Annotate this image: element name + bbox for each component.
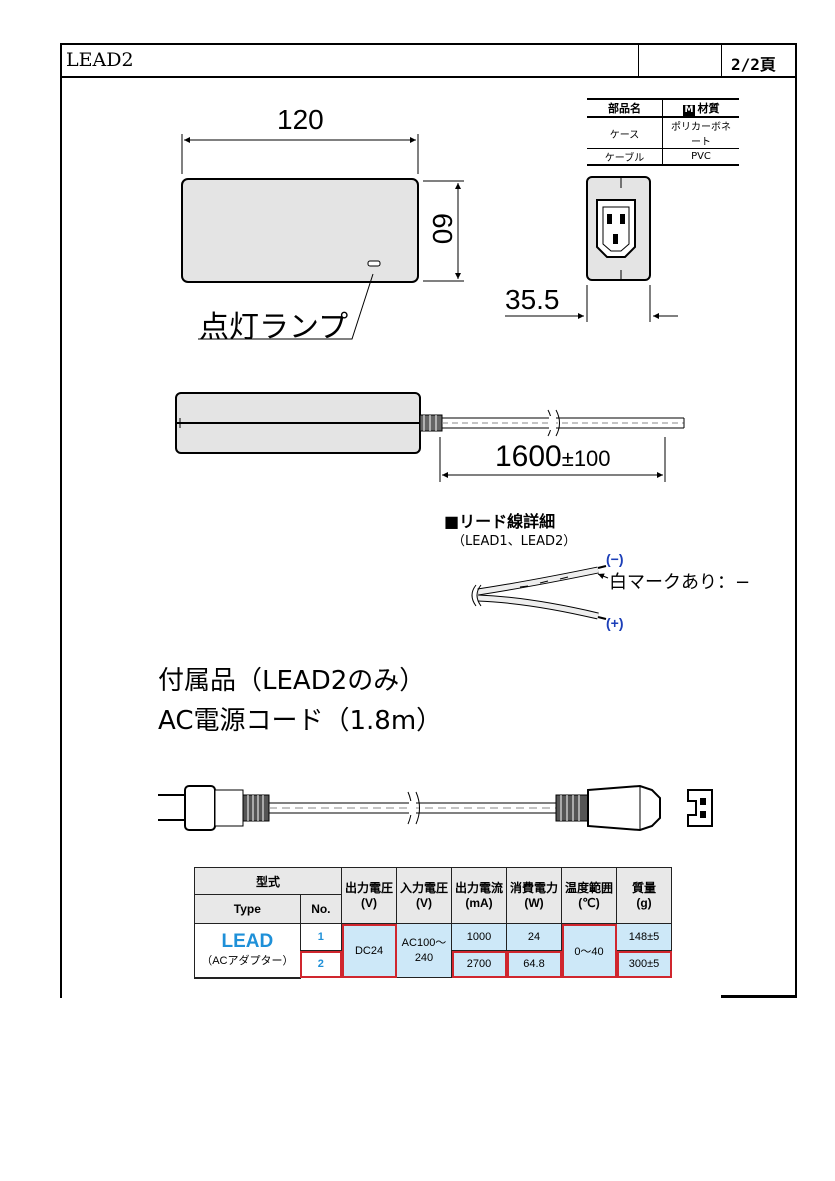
header-cell-divider [638,43,639,77]
lead-detail-subtitle: （LEAD1、LEAD2） [452,534,577,549]
col-power: 消費電力(W) [506,867,562,924]
accessory-title: 付属品（LEAD2のみ） [158,666,426,696]
lamp-label: 点灯ランプ [199,310,349,345]
mass-cell: 300±5 [616,950,672,978]
spec-row: 2 2700 64.8 300±5 [195,950,672,978]
frame-right [795,43,797,998]
plus-label: (+) [606,615,624,631]
spec-subheader-row: Type No. [194,894,672,924]
spec-row: LEAD （ACアダプター） 1 DC24 AC100〜240 1000 24 … [194,923,672,979]
adapter-end-view [505,176,678,322]
lead-wire-detail [471,565,609,620]
no-cell: 2 [299,950,343,978]
width-dimension: 120 [277,104,324,135]
material-row: ケーブル PVC [587,148,739,166]
input-voltage-cell: AC100〜240 [396,923,452,978]
power-cell: 24 [506,923,562,951]
cable-tolerance: ±100 [561,446,611,471]
header-divider [60,76,797,78]
col-mass: 質量(g) [616,867,672,924]
depth-dimension: 35.5 [505,284,560,315]
header-cell-divider [721,43,722,77]
power-cell: 64.8 [506,950,562,978]
col-output-current: 出力電流(mA) [451,867,507,924]
material-cell: PVC [662,148,739,166]
material-row: ケース ポリカーボネート [587,116,739,149]
no-cell: 1 [299,923,343,951]
lead-detail-title: ■リード線詳細 [444,512,556,531]
accessory-cord: AC電源コード（1.8m） [158,706,443,736]
page-number: 2/2頁 [731,55,776,74]
cable-length-dimension: 1600±100 [495,440,611,473]
minus-label: (−) [606,551,624,567]
model-group-header: 型式 [194,867,342,895]
white-mark-note: 白マークあり：− [609,572,751,593]
document-title: LEAD2 [66,49,134,71]
current-cell: 1000 [451,923,507,951]
adapter-top-view [181,134,464,340]
no-header: No. [299,894,343,924]
output-voltage-cell: DC24 [341,923,397,978]
type-subtitle: （ACアダプター） [201,955,294,968]
frame-top [60,43,797,45]
col-output-voltage: 出力電圧(V) [341,867,397,924]
material-cell: ポリカーボネート [662,116,739,149]
type-name: LEAD [221,931,274,953]
frame-left [60,43,62,998]
col-temp-range: 温度範囲(℃) [561,867,617,924]
ac-power-cord [158,784,713,832]
col-input-voltage: 入力電圧(V) [396,867,452,924]
part-header: 部品名 [587,98,663,118]
current-cell: 2700 [451,950,507,978]
height-dimension: 60 [427,213,458,245]
spec-header-row: 型式 出力電圧(V) 入力電圧(V) 出力電流(mA) 消費電力(W) 温度範囲… [194,867,672,924]
type-header: Type [194,894,301,924]
material-mark-icon: M [682,105,696,116]
type-cell: LEAD （ACアダプター） [194,923,301,979]
spec-table: 型式 出力電圧(V) 入力電圧(V) 出力電流(mA) 消費電力(W) 温度範囲… [194,867,672,979]
frame-bottom [721,995,797,998]
adapter-side-view [175,392,685,482]
part-cell: ケース [587,116,663,149]
temp-range-cell: 0〜40 [561,923,617,978]
mass-cell: 148±5 [616,923,672,951]
